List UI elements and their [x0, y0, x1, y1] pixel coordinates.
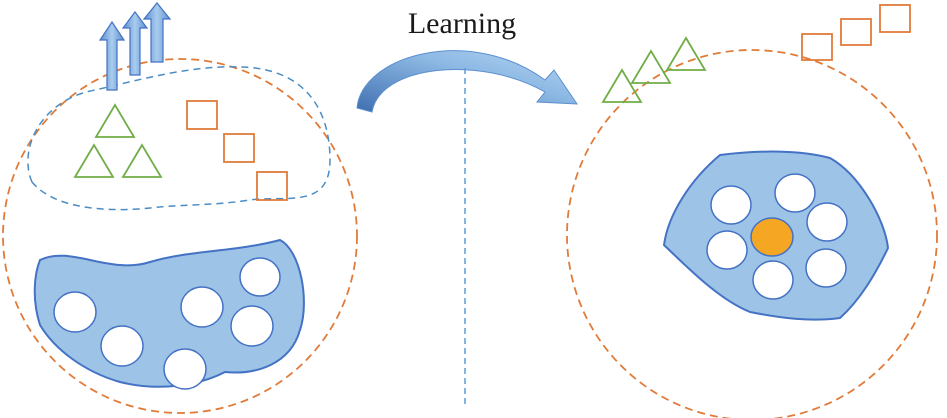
sample-circle	[239, 257, 281, 297]
triangle-shape	[665, 36, 707, 71]
square-shape	[840, 18, 872, 46]
square-shape	[186, 100, 218, 130]
sample-circle	[180, 286, 224, 328]
center-point	[750, 217, 794, 257]
square-shape	[223, 133, 255, 163]
left-cluster-region	[27, 66, 331, 211]
sample-circle	[806, 202, 848, 242]
left-boundary-circle	[2, 58, 358, 414]
square-shape	[256, 171, 288, 201]
right-boundary-circle	[566, 49, 938, 418]
right-sample-circles	[706, 173, 848, 300]
triangle-shape	[94, 103, 136, 138]
sample-circle	[774, 173, 816, 213]
triangle-shape	[630, 49, 672, 84]
left-triangles	[73, 103, 163, 178]
square-shape	[801, 33, 833, 61]
left-sample-circles	[53, 257, 281, 390]
left-panel	[2, 2, 358, 414]
sample-circle	[710, 185, 752, 225]
learning-arrow-icon	[356, 50, 578, 113]
sample-circle	[230, 305, 274, 347]
up-arrow-icon	[98, 2, 172, 91]
diagram-title: Learning	[408, 7, 516, 40]
triangle-shape	[601, 68, 643, 103]
right-panel	[566, 4, 938, 418]
right-triangles	[601, 36, 707, 103]
triangle-shape	[121, 143, 163, 178]
sample-circle	[706, 230, 748, 270]
sample-circle	[752, 260, 794, 300]
triangle-shape	[73, 143, 115, 178]
sample-circle	[53, 291, 97, 333]
sample-circle	[163, 348, 207, 390]
sample-circle	[100, 325, 144, 367]
left-squares	[186, 100, 288, 201]
square-shape	[879, 4, 911, 33]
right-squares	[801, 4, 911, 61]
sample-circle	[805, 248, 847, 288]
